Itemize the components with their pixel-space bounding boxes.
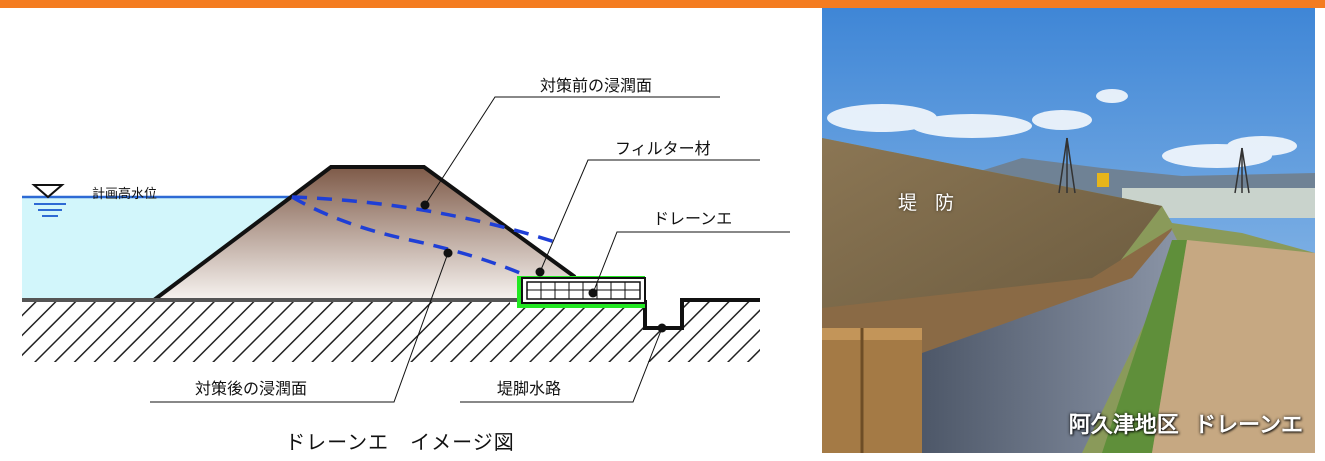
site-photo-drawing bbox=[822, 8, 1315, 453]
photo-caption: 阿久津地区 ドレーンエ bbox=[1068, 413, 1303, 438]
water-level-label: 計画高水位 bbox=[92, 186, 157, 202]
water-level-icon bbox=[31, 184, 66, 217]
label-seepage-after: 対策後の浸潤面 bbox=[195, 379, 307, 398]
river-water bbox=[22, 197, 290, 300]
label-toe-channel: 堤脚水路 bbox=[497, 379, 561, 398]
embankment bbox=[154, 167, 575, 300]
photo-label-levee: 堤 防 bbox=[898, 192, 961, 214]
seepage-before-line bbox=[291, 195, 556, 244]
header-accent-bar bbox=[0, 0, 1325, 8]
site-photo: 堤 防 阿久津地区 ドレーンエ bbox=[822, 8, 1315, 453]
ground-hatch bbox=[22, 300, 760, 362]
label-drain-works: ドレーンエ bbox=[653, 209, 732, 228]
embankment-outline bbox=[152, 165, 577, 302]
channel-outline bbox=[643, 298, 760, 330]
diagram-caption: ドレーンエ イメージ図 bbox=[285, 430, 515, 454]
drain-works bbox=[517, 276, 646, 308]
label-seepage-before: 対策前の浸潤面 bbox=[540, 76, 652, 95]
label-filter-material: フィルター材 bbox=[615, 139, 711, 158]
seepage-after-line bbox=[291, 195, 526, 277]
drain-diagram: 計画高水位 対策前の浸潤 bbox=[22, 76, 790, 403]
